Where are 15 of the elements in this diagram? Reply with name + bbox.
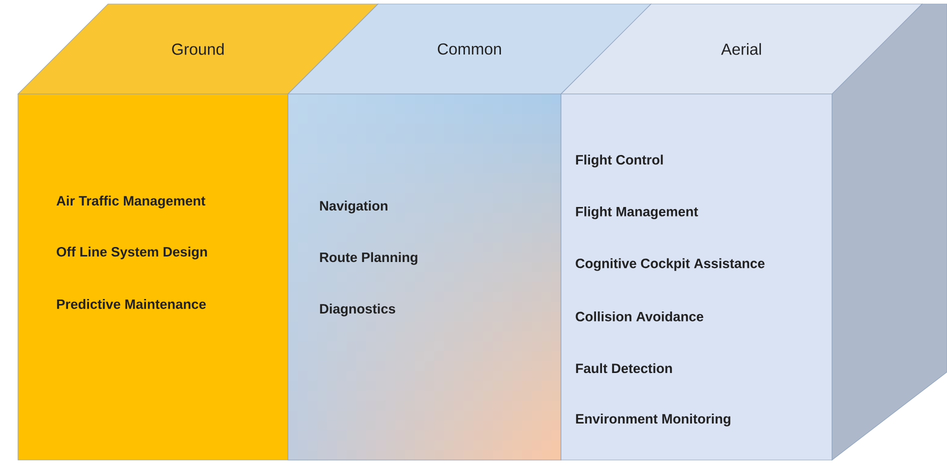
item-label: Environment Monitoring [576,414,730,426]
item-label: Navigation [320,200,388,214]
column-heading: Common [438,43,501,55]
item-label: Air Traffic Management [56,196,206,208]
item-label: Predictive Maintenance [57,299,206,309]
item-label: Cognitive Cockpit Assistance [576,258,765,271]
item-label: Flight Control [576,154,663,168]
item-label: Collision Avoidance [576,311,704,322]
column-heading: Ground [172,43,224,55]
item-label: Route Planning [320,252,418,265]
item-label: Off Line System Design [56,246,207,260]
item-label: Flight Management [576,206,698,220]
column-heading: Aerial [721,43,761,55]
item-label: Diagnostics [320,304,396,316]
item-label: Fault Detection [576,363,672,374]
